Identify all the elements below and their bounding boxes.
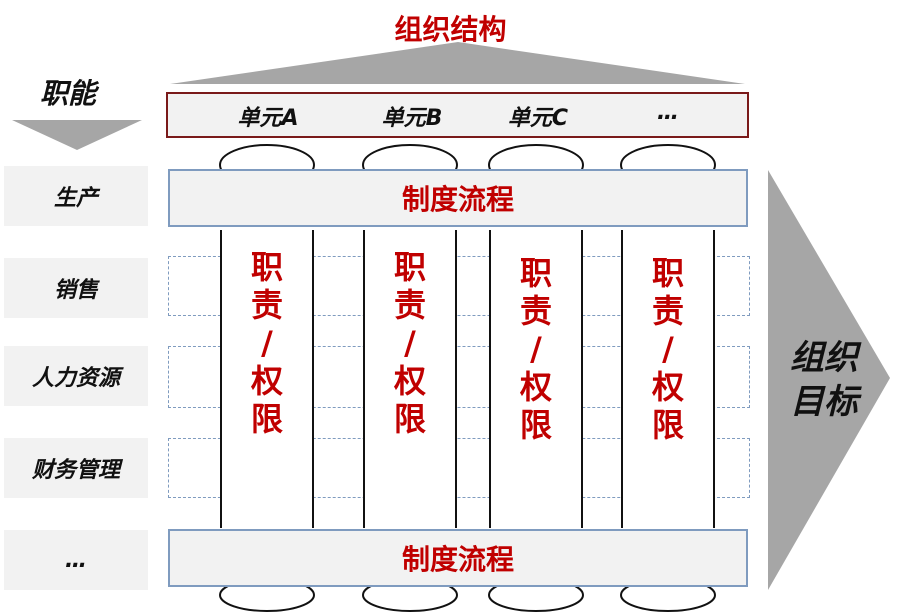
pillar-char: 限: [519, 406, 552, 444]
process-label: 制度流程: [401, 183, 514, 216]
pillar-char: 责: [519, 292, 552, 330]
pillar-char: 职: [250, 248, 283, 286]
pillar-char: 权: [393, 362, 426, 400]
unit-label: 单元A: [237, 106, 299, 131]
pillar-char: 责: [250, 286, 283, 324]
function-row-dashed: [168, 256, 750, 316]
pillar-char: 责: [393, 286, 426, 324]
process-bar-top: 制度流程: [168, 169, 748, 227]
pillar-char: 职: [519, 254, 552, 292]
pillar-char: 限: [651, 406, 684, 444]
pillar-char: 限: [250, 400, 283, 438]
function-row-dashed: [168, 438, 750, 498]
pillar-char: /: [662, 330, 674, 368]
pillar-char: 责: [651, 292, 684, 330]
diagram-title: 组织结构: [394, 13, 507, 46]
down-arrow: [12, 120, 142, 150]
unit-label: 单元C: [507, 106, 569, 131]
process-label: 制度流程: [401, 543, 514, 576]
pillar-char: 职: [651, 254, 684, 292]
goal-label: 组织 目标: [782, 336, 866, 424]
pillar-char: /: [404, 324, 416, 362]
pillar: 职 责 / 权 限: [621, 230, 715, 528]
function-box: 销售: [4, 258, 148, 318]
pillar-char: 权: [651, 368, 684, 406]
pillar: 职 责 / 权 限: [489, 230, 583, 528]
goal-arrow: [768, 170, 890, 590]
function-box: 人力资源: [4, 346, 148, 406]
unit-label: 单元B: [381, 106, 443, 131]
unit-label: …: [657, 100, 679, 125]
pillar-char: /: [261, 324, 273, 362]
pillar-char: 权: [519, 368, 552, 406]
process-bar-bottom: 制度流程: [168, 529, 748, 587]
roof-triangle: [170, 42, 745, 84]
pillar-char: 权: [250, 362, 283, 400]
pillar-char: /: [530, 330, 542, 368]
function-row-dashed: [168, 346, 750, 408]
function-box: 生产: [4, 166, 148, 226]
function-box: …: [4, 530, 148, 590]
pillar-char: 限: [393, 400, 426, 438]
goal-line: 组织: [790, 338, 858, 378]
pillar-char: 职: [393, 248, 426, 286]
function-header: 职能: [40, 77, 97, 110]
function-box: 财务管理: [4, 438, 148, 498]
pillar: 职 责 / 权 限: [220, 230, 314, 528]
units-bar: [166, 92, 749, 138]
goal-line: 目标: [790, 382, 858, 422]
pillar: 职 责 / 权 限: [363, 230, 457, 528]
